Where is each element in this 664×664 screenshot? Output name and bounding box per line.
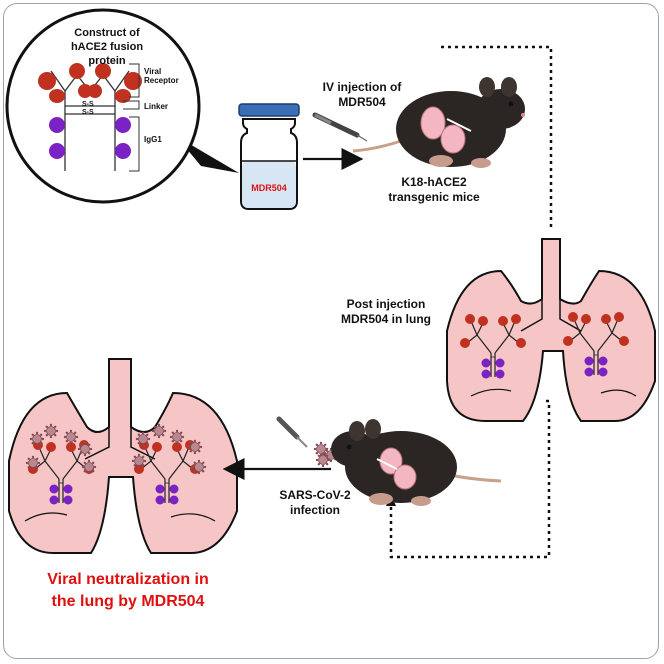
mice-line1: K18-hACE2	[401, 175, 467, 189]
mice-line2: transgenic mice	[388, 190, 480, 204]
mice-label: K18-hACE2 transgenic mice	[372, 175, 496, 205]
iv-line1: IV injection of	[322, 80, 402, 94]
conclusion-line1: Viral neutralization in	[47, 571, 209, 588]
conclusion-line2: the lung by MDR504	[51, 592, 205, 610]
vial-liquid	[242, 161, 296, 208]
post-line1: Post injection	[346, 297, 426, 311]
label-disulfide-2: S-S	[82, 109, 94, 116]
igg1-domains	[49, 117, 131, 159]
figure-frame: Construct of hACE2 fusion protein Viral …	[3, 3, 659, 659]
iv-line2: MDR504	[338, 95, 386, 109]
infection-line2: infection	[290, 503, 340, 517]
construct-callout	[5, 8, 239, 204]
viral-receptor-line1: Viral	[144, 67, 162, 76]
post-line2: MDR504 in lung	[340, 312, 431, 326]
post-injection-label: Post injection MDR504 in lung	[326, 297, 446, 327]
pipette-icon	[276, 416, 308, 448]
conclusion-label: Viral neutralization in the lung by MDR5…	[8, 569, 248, 612]
construct-title-line2: hACE2 fusion protein	[70, 40, 144, 67]
infection-line1: SARS-CoV-2	[279, 488, 351, 502]
lung-left	[8, 358, 238, 554]
label-disulfide-1: S-S	[82, 101, 94, 108]
dotted-path-bottom	[389, 399, 551, 559]
diagram-canvas	[5, 8, 656, 559]
mouse-top	[352, 77, 525, 168]
lung-right	[446, 238, 656, 422]
label-viral-receptor: Viral Receptor	[144, 67, 179, 86]
construct-title-line1: Construct of	[74, 27, 140, 39]
label-igg1: IgG1	[144, 135, 162, 144]
label-linker: Linker	[144, 102, 169, 111]
domain-brackets	[123, 63, 140, 172]
viral-receptor-line2: Receptor	[144, 75, 179, 85]
syringe-icon	[312, 112, 368, 142]
mdr504-vial	[238, 103, 300, 210]
receptor-domains	[38, 63, 142, 103]
construct-title: Construct of hACE2 fusion protein	[52, 27, 162, 68]
iv-injection-label: IV injection of MDR504	[314, 80, 410, 110]
infection-label: SARS-CoV-2 infection	[260, 488, 370, 518]
mouse-bottom	[331, 419, 502, 506]
vial-label: MDR504	[251, 183, 287, 193]
dotted-path-top	[441, 45, 553, 229]
vial-cap	[238, 103, 300, 117]
